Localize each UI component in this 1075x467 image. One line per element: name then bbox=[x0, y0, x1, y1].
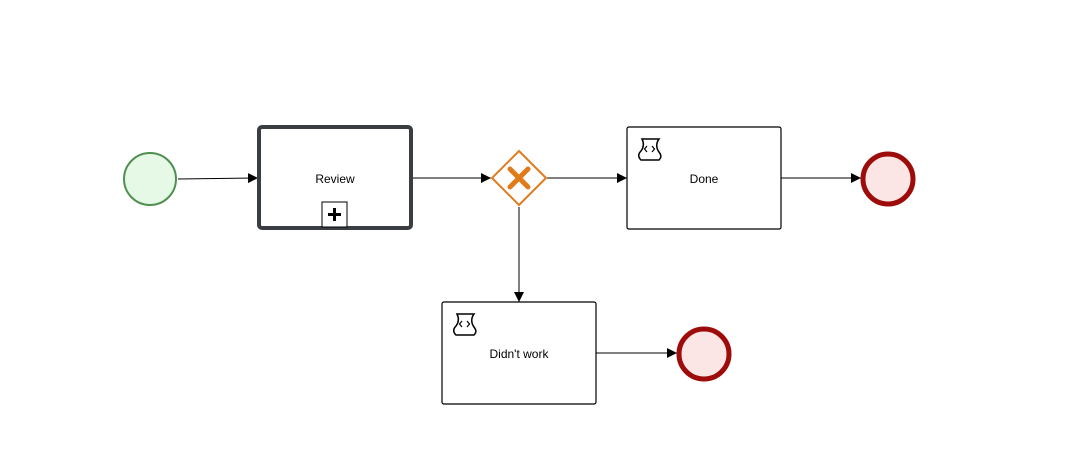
review-subprocess[interactable]: Review bbox=[257, 125, 413, 230]
done-script-task[interactable]: Done bbox=[626, 126, 782, 230]
review-label: Review bbox=[315, 172, 355, 186]
end-event-done[interactable] bbox=[860, 151, 916, 207]
didnt-work-label: Didn't work bbox=[490, 347, 550, 361]
flow-start-to-review[interactable] bbox=[177, 173, 259, 184]
done-label: Done bbox=[690, 172, 719, 186]
script-icon bbox=[453, 313, 477, 336]
plus-icon bbox=[321, 201, 348, 228]
end-event-didnt-work[interactable] bbox=[676, 326, 732, 382]
didnt-work-script-task[interactable]: Didn't work bbox=[441, 301, 597, 405]
x-icon bbox=[507, 166, 531, 190]
script-icon bbox=[638, 138, 662, 161]
exclusive-gateway[interactable] bbox=[490, 149, 548, 207]
sequence-flows bbox=[177, 173, 861, 358]
start-event[interactable] bbox=[123, 152, 177, 206]
